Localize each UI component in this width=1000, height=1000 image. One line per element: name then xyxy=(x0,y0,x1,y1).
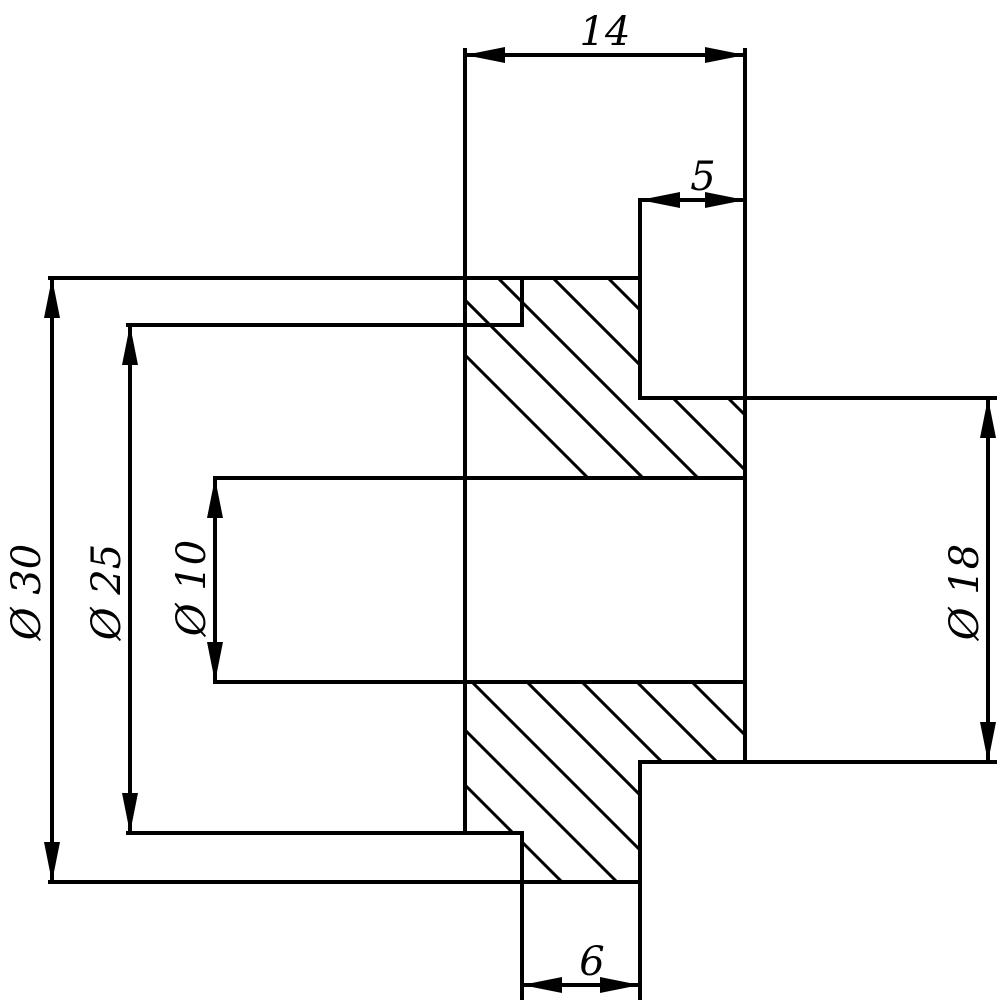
dim-label-flange-step: 6 xyxy=(579,939,604,985)
dim-label-bore-diameter: Ø 10 xyxy=(169,540,215,637)
part-outline xyxy=(48,48,997,1000)
dim-label-hub-length: 5 xyxy=(690,154,715,200)
dimension-lines xyxy=(44,46,996,993)
dim-label-outer-diameter: Ø 30 xyxy=(4,544,50,641)
dim-label-overall-length: 14 xyxy=(580,9,631,55)
dim-label-hub-diameter: Ø 18 xyxy=(942,544,988,641)
section-hatch-upper xyxy=(465,278,745,478)
dim-label-counterbore-diameter: Ø 25 xyxy=(84,544,130,641)
